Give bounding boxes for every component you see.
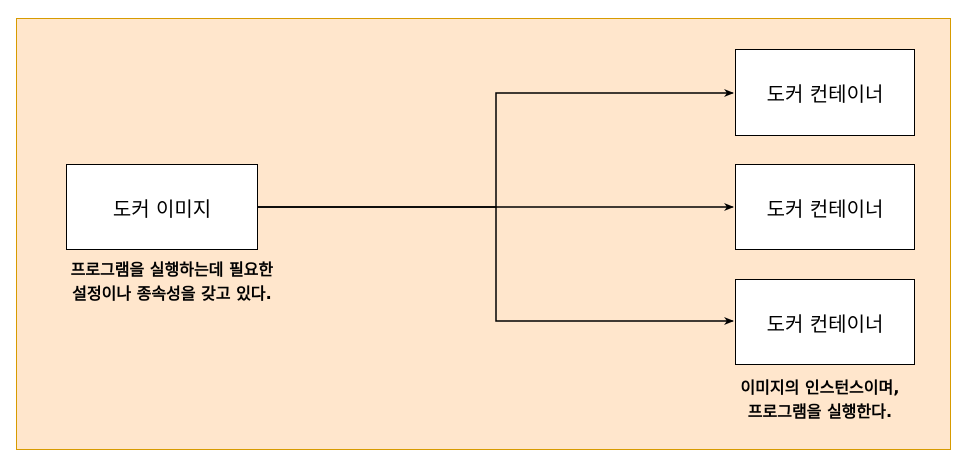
docker-container-label-3: 도커 컨테이너: [766, 311, 884, 336]
container-description: 이미지의 인스턴스이며, 프로그램을 실행한다.: [700, 376, 940, 424]
edge-image-to-container-1: [258, 89, 734, 208]
docker-container-node-2[interactable]: 도커 컨테이너: [735, 164, 915, 250]
docker-container-node-1[interactable]: 도커 컨테이너: [735, 49, 915, 136]
container-description-line-2: 프로그램을 실행한다.: [747, 402, 893, 421]
image-description-line-2: 설정이나 종속성을 갖고 있다.: [72, 284, 272, 303]
edge-image-to-container-3: [258, 206, 734, 325]
docker-container-label-2: 도커 컨테이너: [766, 196, 884, 221]
docker-image-node[interactable]: 도커 이미지: [66, 164, 258, 250]
docker-container-node-3[interactable]: 도커 컨테이너: [735, 279, 915, 365]
image-description: 프로그램을 실행하는데 필요한 설정이나 종속성을 갖고 있다.: [16, 258, 328, 306]
image-description-line-1: 프로그램을 실행하는데 필요한: [70, 260, 274, 279]
docker-image-label: 도커 이미지: [112, 196, 212, 221]
container-description-line-1: 이미지의 인스턴스이며,: [740, 378, 900, 397]
docker-container-label-1: 도커 컨테이너: [766, 82, 884, 106]
